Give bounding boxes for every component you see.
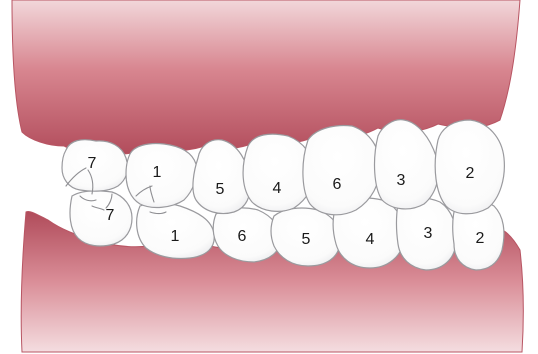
tooth-number-lower-4: 4	[366, 231, 375, 248]
tooth-upper-7: 7	[62, 140, 128, 191]
tooth-number-upper-7: 7	[88, 155, 97, 172]
tooth-number-upper-5: 5	[216, 181, 225, 198]
tooth-upper-2: 2	[435, 120, 504, 214]
tooth-lower-1: 1	[137, 203, 215, 259]
tooth-shape-lower-7	[70, 191, 132, 246]
tooth-number-lower-5: 5	[302, 231, 311, 248]
tooth-number-lower-3: 3	[424, 225, 433, 242]
tooth-number-lower-6: 6	[238, 228, 247, 245]
tooth-number-lower-2: 2	[476, 230, 485, 247]
tooth-upper-1: 1	[126, 143, 197, 207]
tooth-number-upper-1: 1	[153, 164, 162, 181]
tooth-number-upper-6: 6	[333, 176, 342, 193]
tooth-lower-7: 7	[70, 191, 132, 246]
tooth-shape-upper-3	[375, 120, 439, 209]
tooth-shape-upper-5	[193, 140, 250, 214]
tooth-number-upper-3: 3	[397, 172, 406, 189]
tooth-number-lower-1: 1	[171, 228, 180, 245]
tooth-number-lower-7: 7	[106, 207, 115, 224]
tooth-number-upper-2: 2	[466, 165, 475, 182]
tooth-number-upper-4: 4	[273, 180, 282, 197]
tooth-upper-3: 3	[375, 120, 439, 209]
tooth-upper-5: 5	[193, 140, 250, 214]
